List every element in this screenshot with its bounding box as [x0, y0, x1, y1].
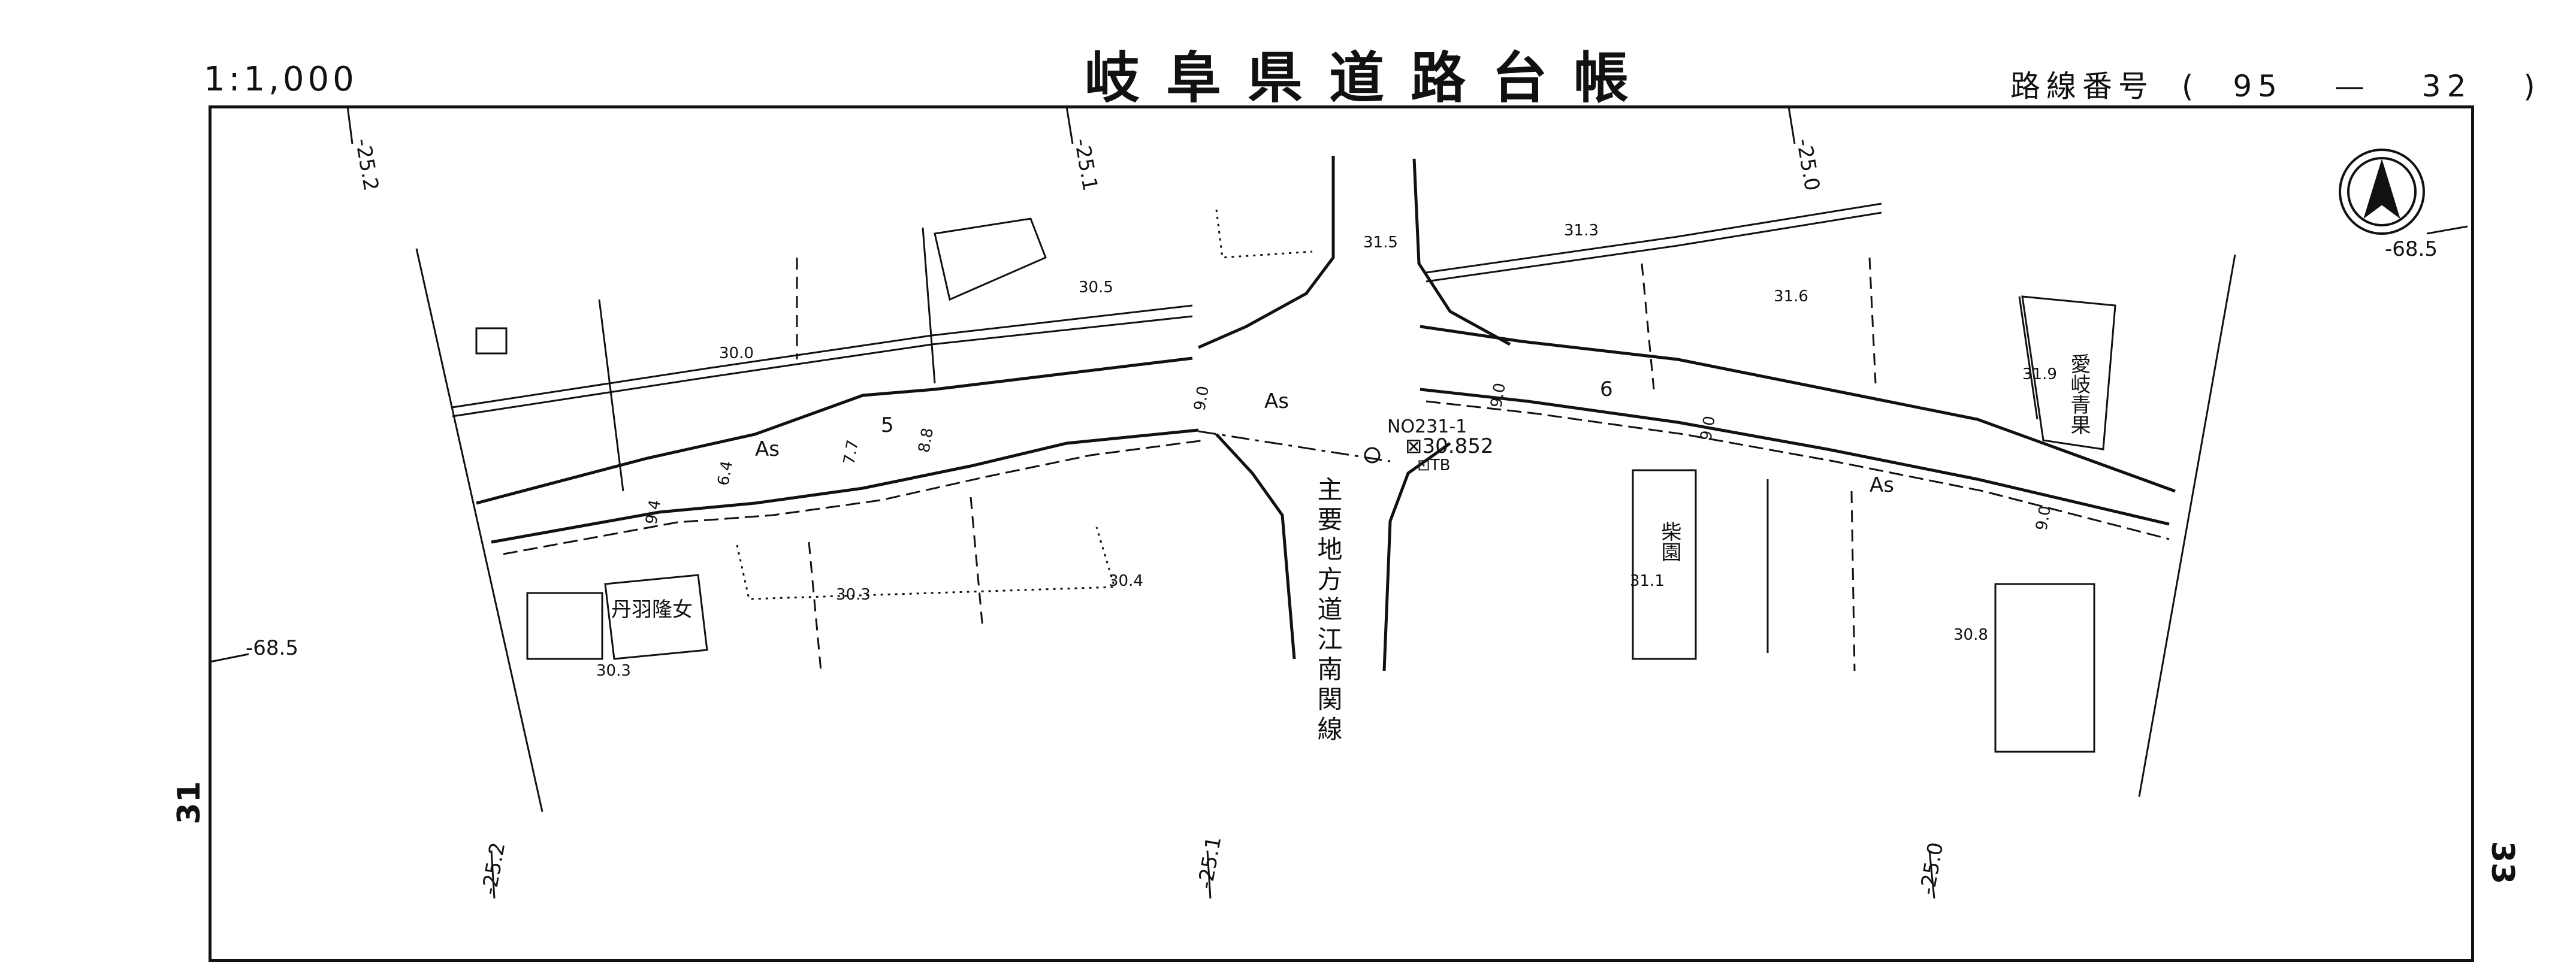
building-small	[475, 327, 508, 355]
boundary-left	[415, 248, 543, 812]
lot-line-4	[1641, 263, 1655, 390]
elevation-10: 30.8	[1953, 626, 1988, 644]
north-arrow-icon	[2339, 149, 2425, 235]
lot-line-6	[2018, 296, 2039, 420]
benchmark-tb: ⊡TB	[1417, 456, 1451, 474]
building-left-1	[526, 592, 603, 660]
route-label: 路線番号	[2010, 69, 2154, 104]
surface-label-right: As	[1870, 473, 1894, 497]
road-main-left-bottom	[491, 428, 1199, 544]
centerline	[1198, 430, 1391, 462]
road-south-left	[1215, 433, 1296, 660]
page-title: 岐阜県道路台帳	[1085, 46, 1656, 110]
route-number: 路線番号 ( 95 — 32 )	[2010, 62, 2541, 105]
grid-tick-top-2	[1065, 106, 1074, 144]
elevation-3: 31.5	[1363, 234, 1398, 252]
station-number-6: 6	[1600, 377, 1613, 401]
benchmark-icon	[1364, 447, 1381, 464]
grid-tick-top-3	[1787, 106, 1796, 144]
lot-line-dotted-2	[1215, 209, 1313, 259]
grid-label-right: -68.5	[2385, 237, 2438, 261]
building-label-aigi-seika: 愛岐青果	[2067, 353, 2091, 435]
building-left-2	[604, 574, 708, 660]
benchmark-id: NO231-1	[1387, 416, 1467, 437]
grid-tick-top-1	[346, 106, 354, 144]
route-paren-open: (	[2181, 69, 2200, 104]
lot-line-5	[1868, 257, 1877, 384]
road-north-left	[1197, 156, 1335, 349]
road-north-right	[1412, 158, 1511, 346]
lot-line-1	[598, 299, 624, 492]
building-label-saien: 柴園	[1657, 521, 1681, 562]
grid-tick-bottom-3	[1928, 850, 1935, 899]
elevation-11: 30.3	[596, 662, 631, 680]
elevation-1: 30.0	[719, 344, 754, 362]
grid-tick-left	[209, 653, 249, 663]
road-edge-right-upper-2	[1426, 202, 1882, 274]
route-dash: —	[2334, 69, 2370, 104]
road-main-left-top	[476, 356, 1193, 505]
lot-line-10	[970, 497, 984, 630]
grid-label-left: -68.5	[246, 636, 298, 660]
elevation-5: 31.6	[1774, 288, 1808, 305]
building-center-right	[1632, 469, 1697, 660]
lot-line-8	[1850, 491, 1856, 671]
scale-label: 1:1,000	[204, 60, 358, 99]
benchmark-elev: ⊠30.852	[1405, 434, 1494, 458]
surface-label-left: As	[755, 437, 780, 461]
elevation-8: 30.4	[1109, 572, 1143, 590]
road-edge-right-upper	[1426, 211, 1882, 283]
elevation-2: 30.5	[1079, 279, 1113, 297]
building-right-top	[2021, 295, 2116, 450]
road-curb-right	[1426, 400, 2170, 540]
building-right-bottom	[1994, 583, 2095, 753]
road-main-right-bottom	[1420, 388, 2170, 526]
road-edge-left-upper	[452, 315, 1193, 418]
building-label-niwa: 丹羽隆女	[611, 598, 693, 622]
adjacent-sheet-right: 33	[2484, 840, 2521, 885]
route-minor: 32	[2421, 69, 2472, 104]
lot-line-3	[922, 227, 936, 384]
elevation-7: 30.3	[836, 586, 871, 604]
elevation-6: 31.9	[2022, 365, 2057, 383]
grid-tick-bottom-2	[1206, 850, 1212, 899]
route-major: 95	[2233, 69, 2283, 104]
map-drawing	[209, 106, 2468, 899]
station-number-5: 5	[881, 413, 894, 437]
grid-tick-right	[2426, 225, 2468, 235]
surface-label-center: As	[1264, 389, 1289, 413]
building-top-left	[934, 217, 1047, 301]
grid-tick-bottom-1	[490, 850, 496, 899]
lot-line-dotted	[736, 527, 1116, 600]
lot-line-9	[808, 541, 822, 671]
elevation-4: 31.3	[1564, 222, 1599, 240]
boundary-right	[2138, 254, 2236, 797]
route-paren-close: )	[2523, 69, 2541, 104]
road-south-right	[1382, 441, 1451, 671]
adjacent-sheet-left: 31	[171, 781, 208, 825]
elevation-9: 31.1	[1630, 572, 1665, 590]
road-name-label: 主要地方道江南関線	[1313, 476, 1343, 746]
road-edge-left-upper-2	[452, 304, 1193, 409]
road-main-right-top	[1420, 325, 2176, 493]
road-curb-left	[503, 439, 1205, 555]
